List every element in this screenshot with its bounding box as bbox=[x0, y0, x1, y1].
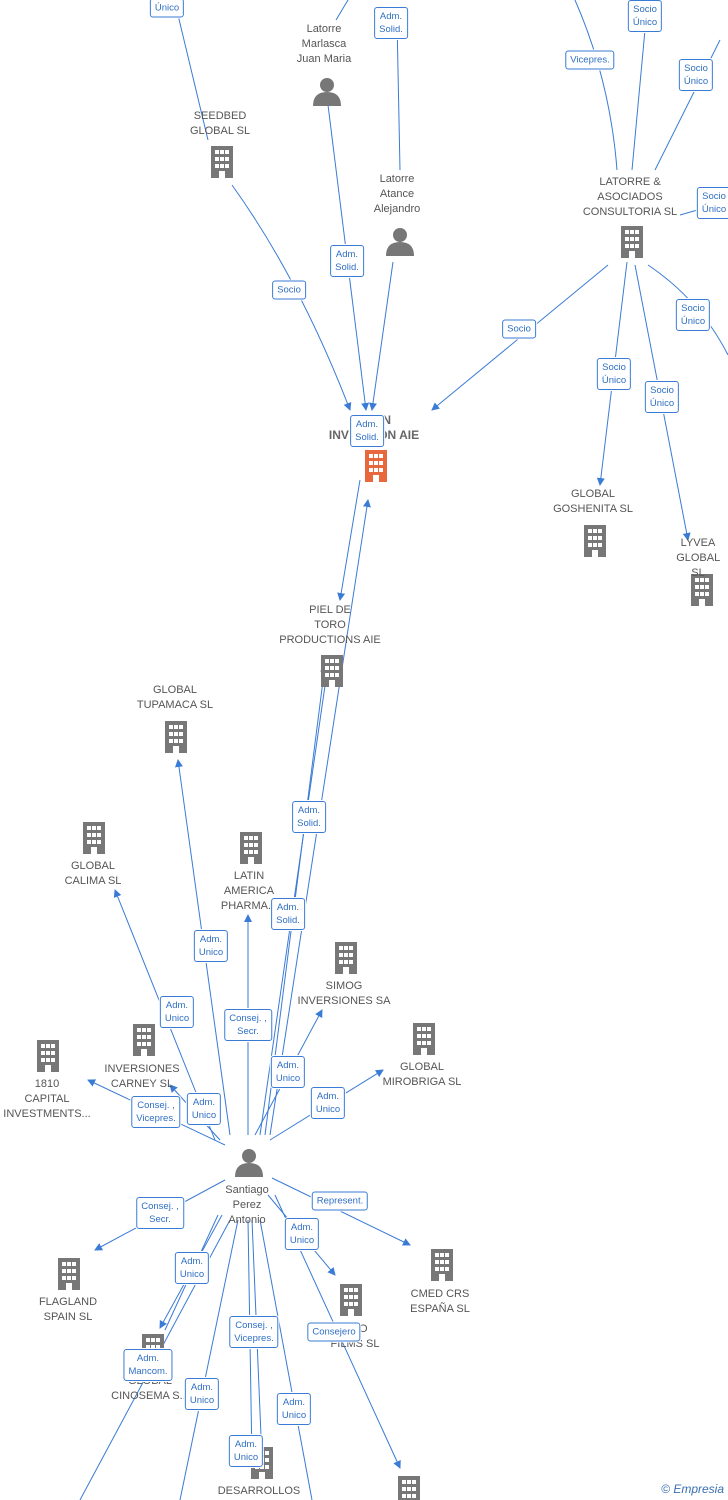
tupamaca-building-icon bbox=[165, 721, 187, 753]
edge-label[interactable]: Consej. , Vicepres. bbox=[229, 1316, 279, 1348]
edge-label[interactable]: Socio Único bbox=[678, 59, 714, 91]
carney-building-icon bbox=[133, 1024, 155, 1056]
latorre-asociados-building-icon bbox=[621, 226, 643, 258]
bottom-right-building-icon bbox=[398, 1476, 420, 1500]
edge-label[interactable]: Adm. Mancom. bbox=[123, 1349, 173, 1381]
latorre-atance-person-icon bbox=[386, 228, 414, 256]
node-label-latin-america[interactable]: LATIN AMERICA PHARMA... bbox=[220, 870, 278, 912]
edge-label[interactable]: Socio Único bbox=[644, 381, 680, 413]
edge-label[interactable]: Consej. , Secr. bbox=[136, 1197, 184, 1229]
node-label-flagland[interactable]: FLAGLAND SPAIN SL bbox=[38, 1296, 98, 1323]
node-label-mirobriga[interactable]: GLOBAL MIROBRIGA SL bbox=[382, 1061, 462, 1088]
node-label-latorre-asociados[interactable]: LATORRE & ASOCIADOS CONSULTORIA SL bbox=[582, 176, 678, 218]
santiago-person-icon bbox=[235, 1149, 263, 1177]
edge-label[interactable]: Socio bbox=[272, 280, 306, 300]
edge-label[interactable]: Socio Único bbox=[627, 0, 663, 32]
node-label-piel-toro[interactable]: PIEL DE TORO PRODUCTIONS AIE bbox=[279, 604, 381, 646]
edge-label[interactable]: Socio Único bbox=[596, 358, 632, 390]
edge-label[interactable]: Socio bbox=[502, 319, 536, 339]
edge-label[interactable]: Adm. Unico bbox=[270, 1056, 306, 1088]
node-label-tupamaca[interactable]: GLOBAL TUPAMACA SL bbox=[136, 684, 214, 711]
node-label-latorre-atance[interactable]: Latorre Atance Alejandro bbox=[373, 173, 421, 215]
piel-toro-building-icon bbox=[321, 655, 343, 687]
simog-building-icon bbox=[335, 942, 357, 974]
edge-label[interactable]: Adm. Unico bbox=[276, 1393, 312, 1425]
latin-america-building-icon bbox=[240, 832, 262, 864]
node-label-cmed[interactable]: CMED CRS ESPAÑA SL bbox=[410, 1288, 470, 1315]
edge-label[interactable]: Adm. Solid. bbox=[292, 801, 326, 833]
calima-building-icon bbox=[83, 822, 105, 854]
edge-label[interactable]: Adm. Unico bbox=[186, 1093, 222, 1125]
node-label-latorre-marlasca[interactable]: Latorre Marlasca Juan Maria bbox=[296, 23, 352, 65]
edge-label[interactable]: Consejero bbox=[307, 1322, 361, 1342]
edge-label[interactable]: Adm. Solid. bbox=[350, 415, 384, 447]
center-company-building-icon bbox=[365, 450, 387, 482]
node-label-carney[interactable]: INVERSIONES CARNEY SL bbox=[104, 1063, 180, 1090]
node-label-seedbed[interactable]: SEEDBED GLOBAL SL bbox=[189, 110, 251, 137]
cmed-building-icon bbox=[431, 1249, 453, 1281]
capital1810-building-icon bbox=[37, 1040, 59, 1072]
edge-label[interactable]: Adm. Solid. bbox=[330, 245, 364, 277]
watermark: © Empresia bbox=[661, 1482, 724, 1496]
node-label-simog[interactable]: SIMOG INVERSIONES SA bbox=[297, 980, 391, 1007]
edge-label[interactable]: Socio Único bbox=[696, 187, 728, 219]
node-label-lyvea[interactable]: LYVEA GLOBAL SL bbox=[676, 537, 721, 579]
video-films-building-icon bbox=[340, 1284, 362, 1316]
edge-label[interactable]: Adm. Unico bbox=[228, 1435, 264, 1467]
seedbed-building-icon bbox=[211, 146, 233, 178]
node-label-capital1810[interactable]: 1810 CAPITAL INVESTMENTS... bbox=[3, 1078, 91, 1120]
edge-label[interactable]: Adm. Unico bbox=[159, 996, 195, 1028]
edge-label[interactable]: Adm. Unico bbox=[174, 1252, 210, 1284]
edge-label[interactable]: Adm. Unico bbox=[193, 930, 229, 962]
flagland-building-icon bbox=[58, 1258, 80, 1290]
goshenita-building-icon bbox=[584, 525, 606, 557]
edge-label[interactable]: Consej. , Secr. bbox=[224, 1009, 272, 1041]
node-icons bbox=[37, 78, 713, 1500]
node-label-santiago[interactable]: Santiago Perez Antonio bbox=[225, 1184, 269, 1226]
edge-label[interactable]: Socio Único bbox=[675, 299, 711, 331]
node-label-desarrollos[interactable]: DESARROLLOS bbox=[217, 1485, 301, 1497]
node-label-goshenita[interactable]: GLOBAL GOSHENITA SL bbox=[553, 488, 633, 515]
edge-label[interactable]: Adm. Unico bbox=[284, 1218, 320, 1250]
mirobriga-building-icon bbox=[413, 1023, 435, 1055]
edge-label[interactable]: Adm. Unico bbox=[184, 1378, 220, 1410]
node-label-calima[interactable]: GLOBAL CALIMA SL bbox=[64, 860, 122, 887]
edge-label[interactable]: Adm. Solid. bbox=[374, 7, 408, 39]
edge-label[interactable]: Represent. bbox=[311, 1191, 369, 1211]
edge-label[interactable]: Vicepres. bbox=[565, 50, 615, 70]
latorre-marlasca-person-icon bbox=[313, 78, 341, 106]
edge-label[interactable]: Adm. Solid. bbox=[271, 898, 305, 930]
edge-label[interactable]: Adm. Unico bbox=[310, 1087, 346, 1119]
edge-label[interactable]: Único bbox=[149, 0, 185, 18]
edge-label[interactable]: Consej. , Vicepres. bbox=[131, 1096, 181, 1128]
